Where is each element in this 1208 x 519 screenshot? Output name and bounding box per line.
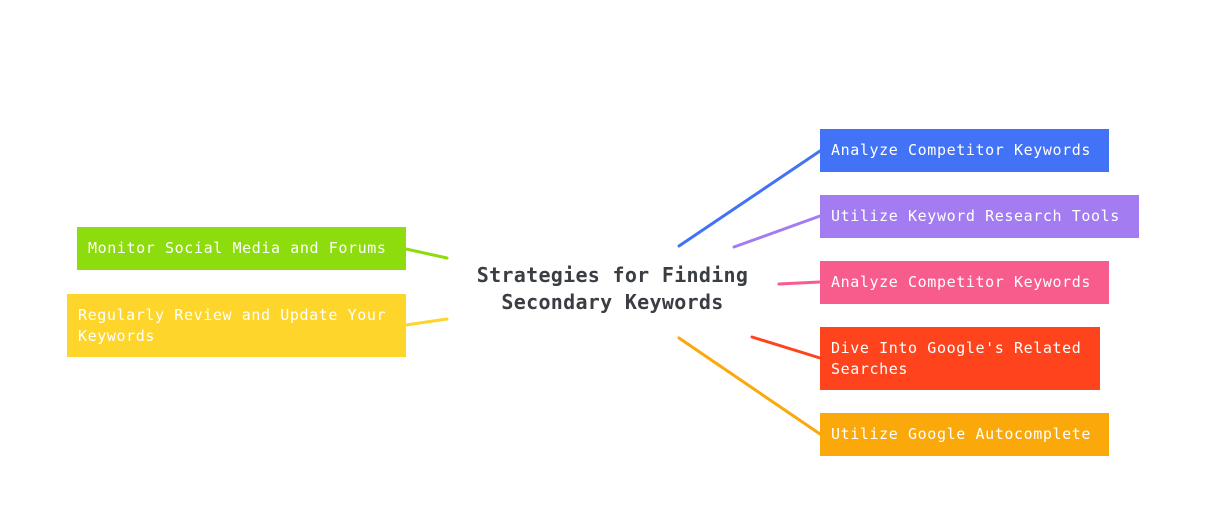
connector-l2 <box>404 317 449 327</box>
topic-label: Dive Into Google's Related Searches <box>831 338 1082 378</box>
topic-label: Utilize Google Autocomplete <box>831 425 1092 443</box>
central-topic-line-2: Secondary Keywords <box>501 290 724 314</box>
topic-regularly-review-and-update-keywords[interactable]: Regularly Review and Update Your Keyword… <box>67 294 406 357</box>
topic-label: Analyze Competitor Keywords <box>831 273 1092 291</box>
connector-r5 <box>677 336 822 436</box>
topic-utilize-keyword-research-tools[interactable]: Utilize Keyword Research Tools <box>820 195 1139 238</box>
topic-label: Utilize Keyword Research Tools <box>831 207 1120 225</box>
topic-label: Analyze Competitor Keywords <box>831 141 1092 159</box>
topic-monitor-social-media-and-forums[interactable]: Monitor Social Media and Forums <box>77 227 406 270</box>
topic-analyze-competitor-keywords-2[interactable]: Analyze Competitor Keywords <box>820 261 1109 304</box>
connector-l1 <box>404 247 449 260</box>
connector-r1 <box>677 149 822 248</box>
topic-label: Regularly Review and Update Your Keyword… <box>78 305 387 345</box>
topic-analyze-competitor-keywords[interactable]: Analyze Competitor Keywords <box>820 129 1109 172</box>
central-topic: Strategies for Finding Secondary Keyword… <box>440 262 785 316</box>
topic-dive-into-googles-related-searches[interactable]: Dive Into Google's Related Searches <box>820 327 1100 390</box>
topic-label: Monitor Social Media and Forums <box>88 239 387 257</box>
connector-r3 <box>777 280 822 286</box>
topic-utilize-google-autocomplete[interactable]: Utilize Google Autocomplete <box>820 413 1109 456</box>
connector-r4 <box>750 335 822 360</box>
central-topic-line-1: Strategies for Finding <box>476 263 749 287</box>
connector-r2 <box>732 214 822 249</box>
